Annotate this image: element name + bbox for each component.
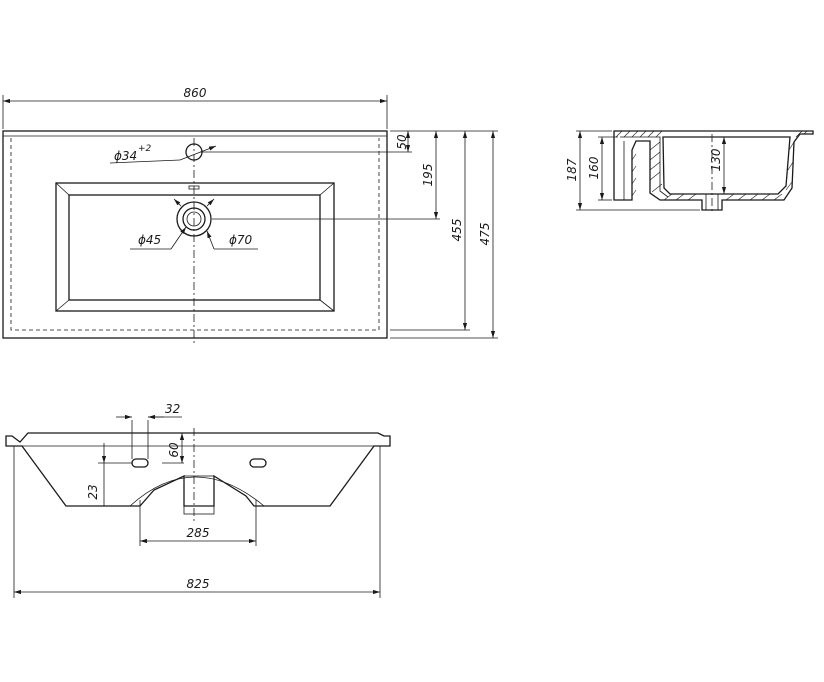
- front-outline: [5, 432, 391, 507]
- bowl-inner: [68, 194, 321, 301]
- dim-hole-spacing: 60: [167, 442, 181, 458]
- dim-rim-offset: 23: [86, 484, 100, 499]
- front-view: 32 60 23 285 825: [5, 402, 391, 598]
- label-tap-hole: ϕ34: [114, 149, 137, 163]
- bowl-outer: [55, 182, 335, 312]
- label-drain-inner: ϕ45: [138, 233, 161, 247]
- dim-base-width: 825: [187, 577, 210, 591]
- dim-bowl-height: 130: [709, 148, 723, 171]
- dim-inner-width: 285: [187, 526, 210, 540]
- dim-overall-width: 860: [184, 86, 207, 100]
- section-hatching: [615, 130, 808, 201]
- dim-hole-width: 32: [165, 402, 180, 416]
- mount-hole-left: [131, 458, 149, 468]
- dim-overall-height: 187: [565, 158, 579, 181]
- drain-outer: [176, 201, 212, 237]
- dim-drain-offset: 195: [421, 164, 435, 187]
- top-view: 860 50 195 455 475 ϕ34 +2 ϕ45 ϕ70: [2, 86, 498, 346]
- basin-outline: [2, 130, 388, 339]
- dim-tap-offset: 50: [395, 134, 409, 150]
- side-section: 187 160 130: [565, 130, 814, 214]
- mount-hole-right: [249, 458, 267, 468]
- drain-inner: [182, 207, 206, 231]
- hidden-edge: [10, 138, 380, 331]
- label-tap-tolerance: +2: [138, 144, 152, 154]
- section-inner-bowl: [662, 136, 791, 195]
- dim-bowl-depth: 455: [450, 219, 464, 242]
- label-drain-outer: ϕ70: [229, 233, 253, 247]
- dim-overall-depth: 475: [478, 223, 492, 246]
- dim-rim-height: 160: [587, 156, 601, 179]
